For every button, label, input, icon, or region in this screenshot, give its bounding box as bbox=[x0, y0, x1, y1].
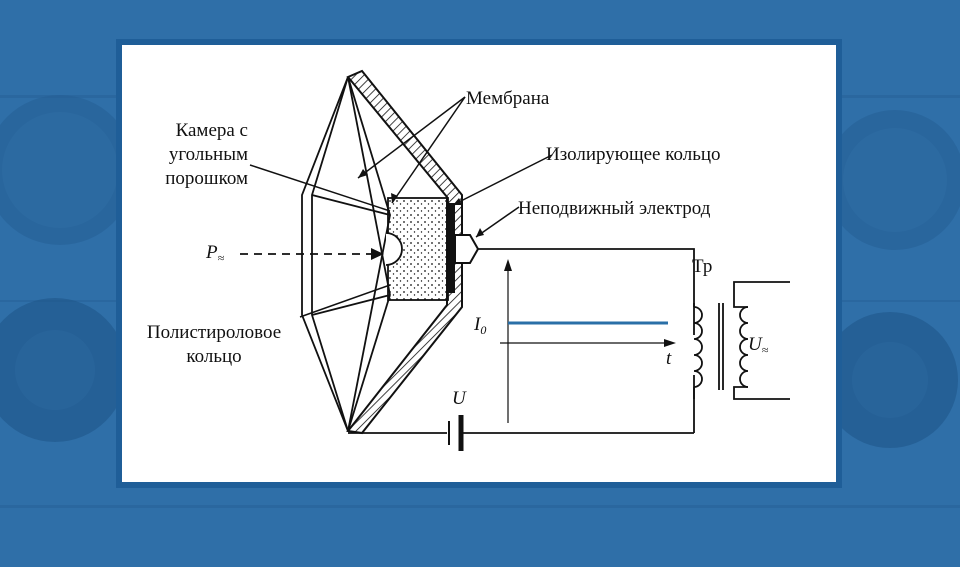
insulating-ring bbox=[448, 203, 455, 293]
output-voltage-subscript: ≈ bbox=[761, 343, 769, 357]
battery-symbol bbox=[448, 415, 464, 451]
label-leaders bbox=[249, 96, 553, 318]
current-label: I0 bbox=[474, 313, 486, 342]
fixed-electrode-label: Неподвижный электрод bbox=[518, 198, 711, 219]
pressure-arrow bbox=[240, 248, 384, 260]
diagram-panel: Мембрана Камера с угольным порошком Изол… bbox=[122, 45, 836, 482]
time-axis-label: t bbox=[666, 348, 672, 369]
pressure-label: P≈ bbox=[206, 241, 224, 270]
carbon-chamber-label: Камера с угольным порошком bbox=[144, 119, 248, 191]
carbon-chamber-label-line1: Камера с bbox=[175, 120, 248, 141]
output-voltage-symbol: U bbox=[748, 334, 762, 355]
current-subscript: 0 bbox=[480, 323, 487, 337]
current-symbol: I bbox=[474, 314, 481, 335]
transformer-label: Тр bbox=[692, 256, 713, 277]
x-axis-arrow bbox=[664, 339, 676, 347]
carbon-chamber bbox=[385, 197, 449, 301]
polystyrene-ring-label-line2: кольцо bbox=[186, 346, 242, 367]
output-voltage-label: U≈ bbox=[748, 333, 768, 362]
right-capsule-decor bbox=[822, 110, 960, 448]
membrane-label: Мембрана bbox=[466, 88, 550, 109]
carbon-chamber-label-line3: порошком bbox=[165, 168, 248, 189]
fixed-electrode bbox=[454, 234, 480, 264]
pressure-subscript: ≈ bbox=[217, 251, 225, 265]
carbon-chamber-label-line2: угольным bbox=[168, 144, 248, 165]
insulating-ring-label: Изолирующее кольцо bbox=[546, 144, 721, 165]
pressure-symbol: P bbox=[206, 242, 218, 263]
voltage-source-label: U bbox=[452, 388, 466, 409]
microphone-diagram bbox=[240, 69, 790, 451]
left-capsule-decor bbox=[0, 95, 135, 442]
transformer bbox=[693, 281, 790, 400]
current-time-plot bbox=[500, 259, 676, 423]
membrane bbox=[301, 76, 391, 432]
polystyrene-ring-label: Полистироловое кольцо bbox=[128, 321, 300, 369]
y-axis-arrow bbox=[504, 259, 512, 271]
polystyrene-ring-label-line1: Полистироловое bbox=[146, 322, 282, 343]
